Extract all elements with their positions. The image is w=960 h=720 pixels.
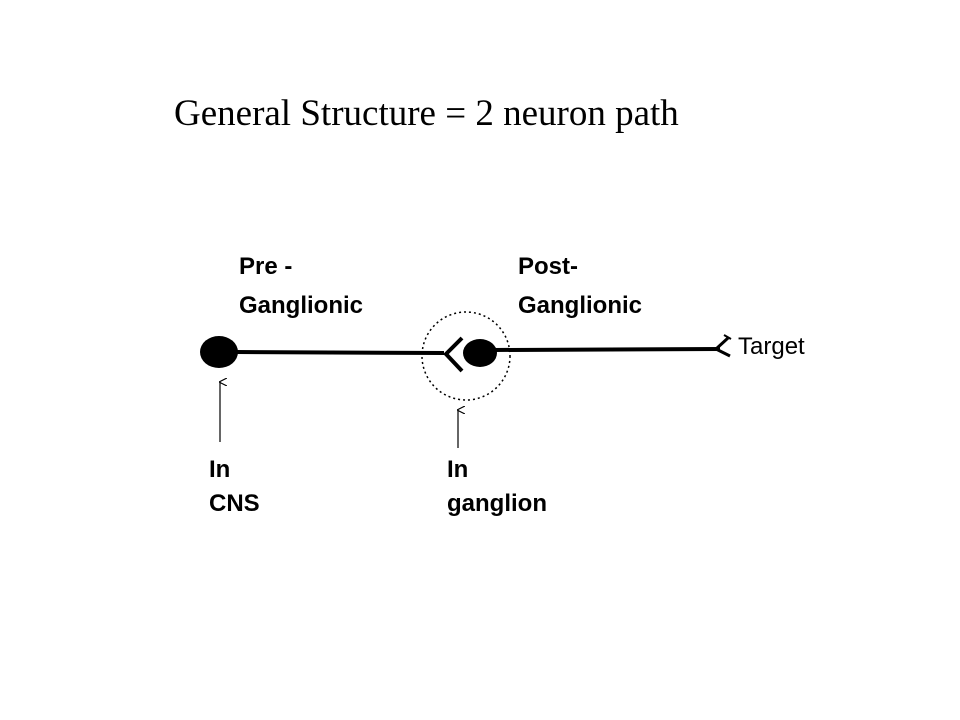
cns-label-line2: CNS [209,490,260,517]
pre-label-line2: Ganglionic [239,292,364,319]
pre-ganglionic-cell-body [200,336,238,368]
target-terminal-icon [714,334,732,358]
slide-title: General Structure = 2 neuron path [174,93,679,134]
ganglion-boundary [421,311,511,401]
ganglion-label-line1: In [447,456,469,483]
target-label: Target [738,333,805,360]
pre-label-line1: Pre - [239,253,293,280]
post-ganglionic-cell-body [463,339,497,367]
cns-label-line1: In [209,456,231,483]
synaptic-terminal [443,336,464,373]
post-ganglionic-axon [493,347,721,352]
post-label-line1: Post- [518,253,578,280]
post-label-line2: Ganglionic [518,292,643,319]
ganglion-label-line2: ganglion [447,490,547,517]
pre-ganglionic-axon [235,350,445,355]
